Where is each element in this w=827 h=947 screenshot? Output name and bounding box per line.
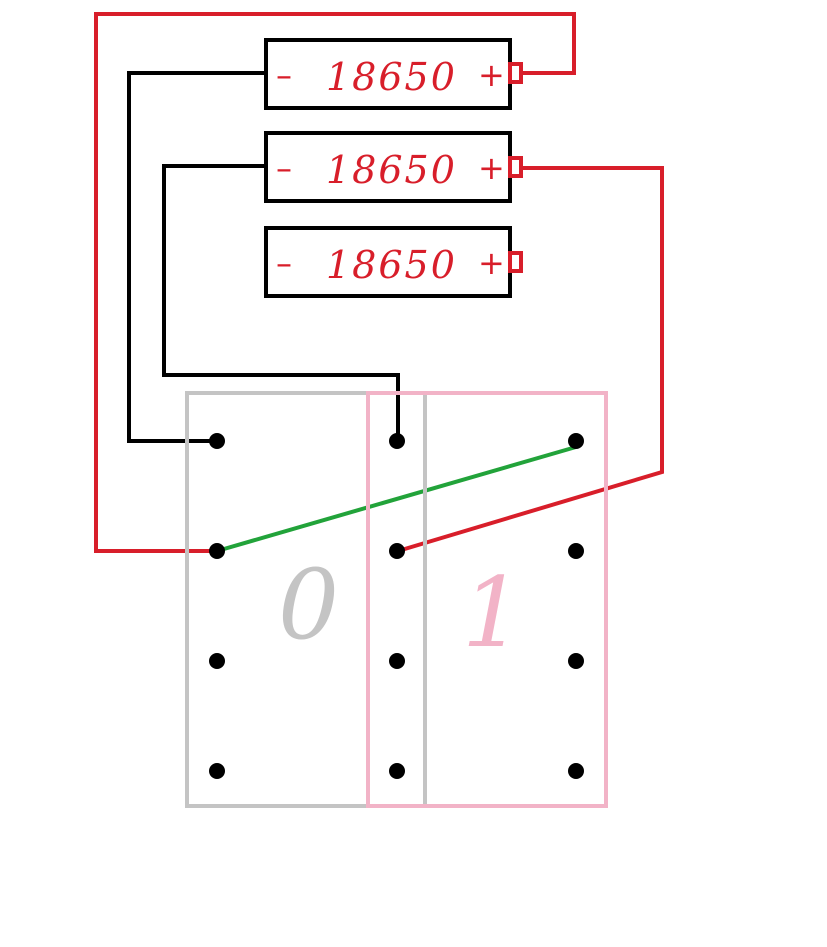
switch-pin xyxy=(568,543,584,559)
battery-plus-sign: + xyxy=(478,244,505,282)
battery-minus-sign: – xyxy=(276,244,292,282)
black-wire-top xyxy=(127,71,266,443)
switch-pin xyxy=(389,763,405,779)
battery-minus-sign: – xyxy=(276,149,292,187)
battery-1: – 18650 + xyxy=(264,38,523,110)
green-wire xyxy=(216,445,577,553)
switch-pin xyxy=(389,433,405,449)
battery-terminal xyxy=(508,156,523,178)
battery-plus-sign: + xyxy=(478,56,505,94)
battery-2: – 18650 + xyxy=(264,131,523,203)
switch-pin xyxy=(389,543,405,559)
red-wire-top xyxy=(94,12,576,553)
switch-pin xyxy=(568,653,584,669)
switch-pins xyxy=(209,433,584,779)
battery-terminal xyxy=(508,251,523,273)
switch-pin xyxy=(568,763,584,779)
black-wire-middle xyxy=(162,164,400,441)
switch-position-1-label: 1 xyxy=(462,557,523,669)
battery-terminal xyxy=(508,62,523,84)
switch-pin xyxy=(209,763,225,779)
battery-label: 18650 xyxy=(326,243,457,287)
switch-position-0-outline xyxy=(185,391,427,808)
switch-pin xyxy=(209,653,225,669)
battery-3: – 18650 + xyxy=(264,226,523,298)
switch-pin xyxy=(568,433,584,449)
battery-body xyxy=(264,226,512,298)
switch-position-0-label: 0 xyxy=(278,549,339,661)
wires xyxy=(94,12,664,553)
switch-pin xyxy=(209,433,225,449)
red-wire-middle xyxy=(397,166,664,553)
battery-minus-sign: – xyxy=(276,56,292,94)
battery-label: 18650 xyxy=(326,148,457,192)
switch-pin xyxy=(389,653,405,669)
switch-position-1-outline xyxy=(366,391,608,808)
battery-label: 18650 xyxy=(326,55,457,99)
battery-plus-sign: + xyxy=(478,149,505,187)
switch-pin xyxy=(209,543,225,559)
